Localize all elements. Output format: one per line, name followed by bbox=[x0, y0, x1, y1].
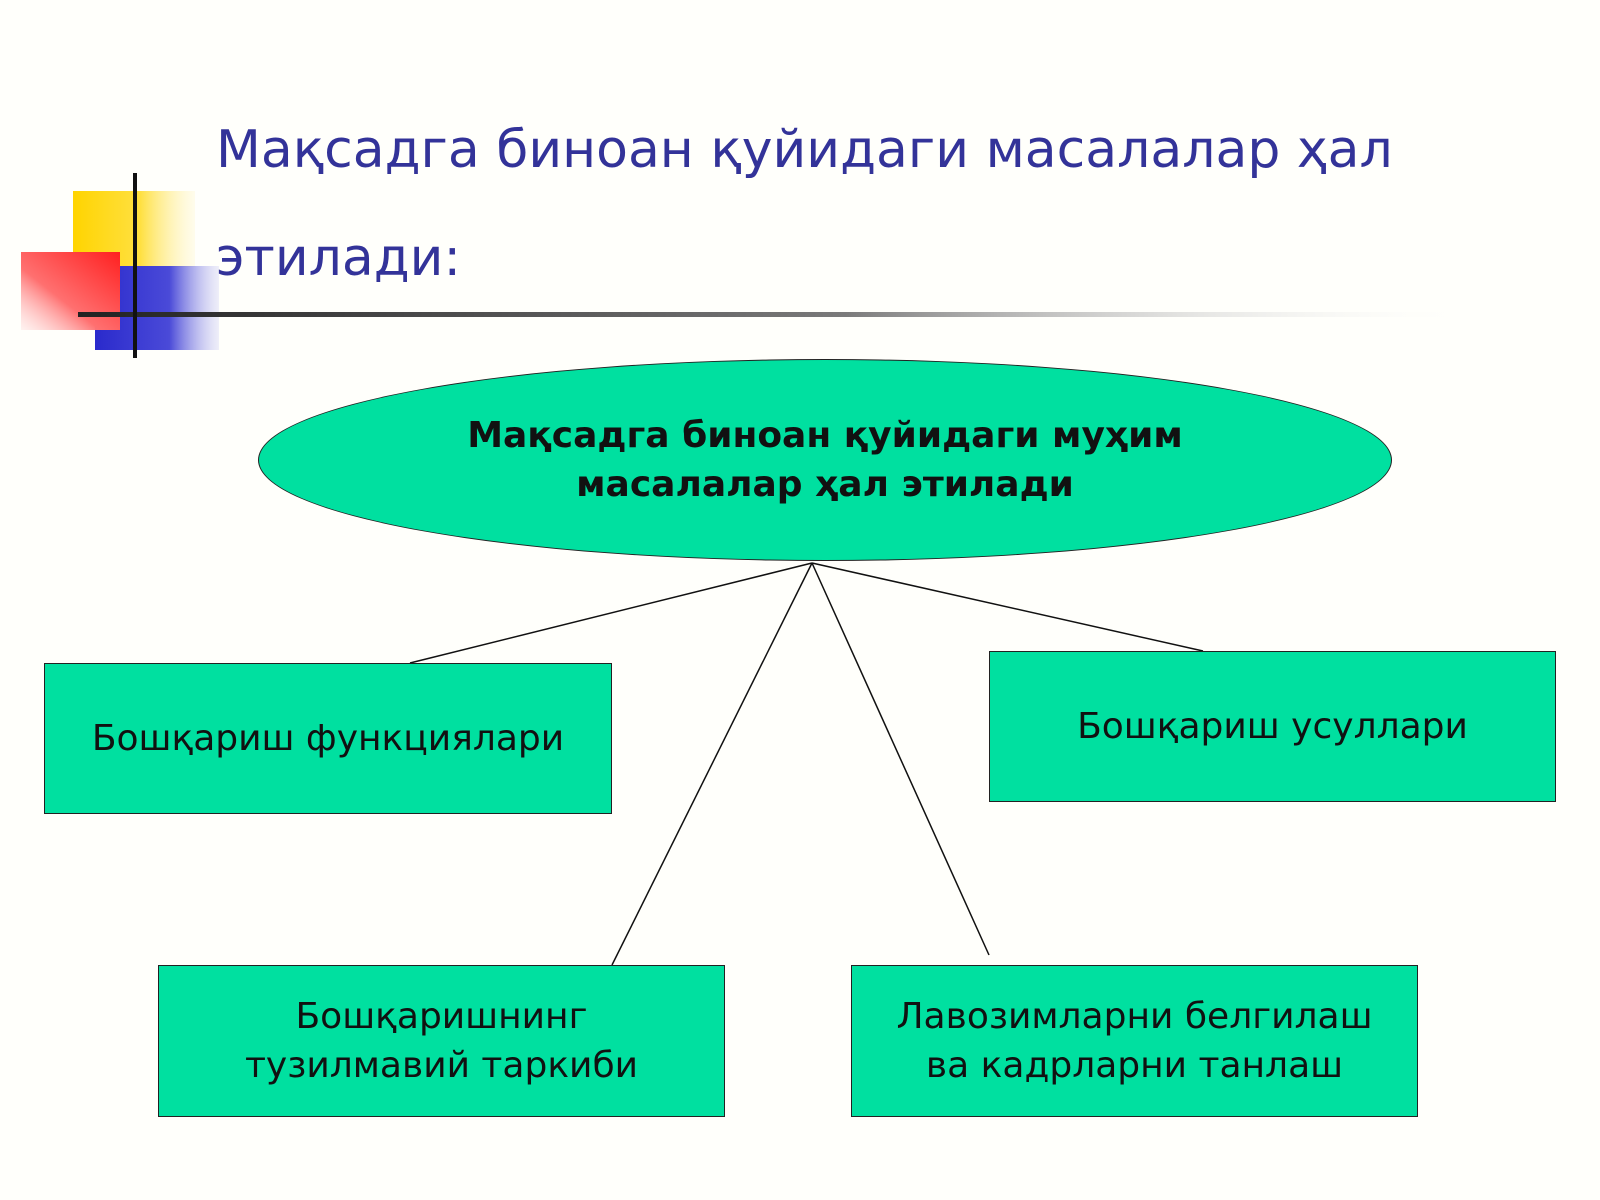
node-positions-and-personnel: Лавозимларни белгилаш ва кадрларни танла… bbox=[851, 965, 1418, 1117]
central-node-label: Мақсадга биноан қуйидаги муҳим масалалар… bbox=[467, 415, 1183, 505]
connector-personnel bbox=[811, 562, 990, 956]
node-management-functions-label: Бошқариш функциялари bbox=[91, 718, 565, 759]
central-node: Мақсадга биноан қуйидаги муҳим масалалар… bbox=[258, 359, 1392, 561]
deco-horizontal-rule bbox=[78, 312, 1473, 317]
deco-yellow-square bbox=[73, 191, 195, 267]
node-management-functions: Бошқариш функциялари bbox=[44, 663, 612, 814]
connector-functions bbox=[409, 562, 813, 664]
node-positions-and-personnel-label: Лавозимларни белгилаш ва кадрларни танла… bbox=[896, 996, 1373, 1086]
connector-structure bbox=[611, 562, 813, 966]
node-management-structure: Бошқаришнинг тузилмавий таркиби bbox=[158, 965, 725, 1117]
deco-vertical-rule bbox=[133, 173, 137, 358]
node-management-structure-label: Бошқаришнинг тузилмавий таркиби bbox=[244, 996, 639, 1086]
slide-title: Мақсадга биноан қуйидаги масалалар ҳал э… bbox=[216, 120, 1393, 288]
node-management-methods: Бошқариш усуллари bbox=[989, 651, 1556, 802]
node-management-methods-label: Бошқариш усуллари bbox=[1077, 706, 1468, 747]
connector-methods bbox=[811, 562, 1204, 652]
deco-red-square bbox=[21, 252, 120, 330]
deco-blue-square bbox=[95, 266, 219, 350]
